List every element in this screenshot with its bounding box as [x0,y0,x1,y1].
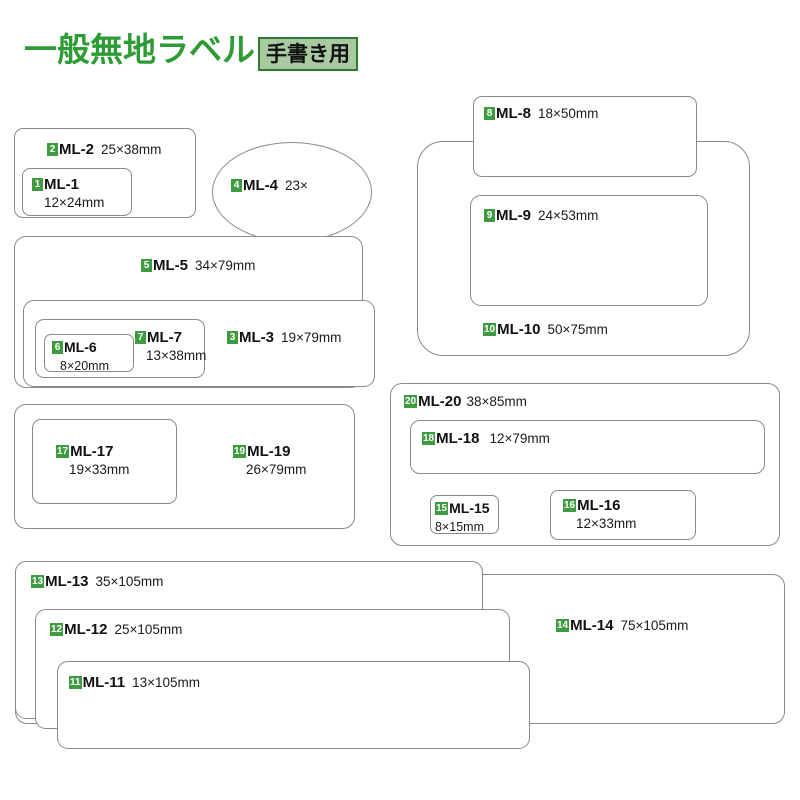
label-dimension-ml-12: 25×105mm [114,622,183,637]
badge-number-ml-18: 18 [422,432,436,445]
label-dimension-ml-13: 35×105mm [95,574,164,589]
label-dimension-ml-18: 12×79mm [489,431,550,446]
label-code-ml-11: ML-11 [82,674,126,691]
badge-number-ml-16: 16 [563,499,577,512]
badge-number-ml-15: 15 [435,502,449,515]
badge-number-ml-7: 7 [135,331,146,344]
label-code-ml-20: ML-20 [418,393,462,410]
label-dimension-ml-14: 75×105mm [620,618,689,633]
label-code-ml-1: ML-1 [44,176,79,193]
label-dimension-ml-11: 13×105mm [132,675,201,690]
label-dimension-ml-15: 8×15mm [435,519,484,534]
badge-number-ml-17: 17 [56,445,70,458]
label-dimension-ml-1: 12×24mm [44,194,105,210]
badge-number-ml-14: 14 [556,619,570,632]
badge-number-ml-4: 4 [231,179,242,192]
label-dimension-ml-8: 18×50mm [538,106,599,121]
badge-number-ml-5: 5 [141,259,152,272]
label-dimension-ml-16: 12×33mm [576,515,637,531]
badge-number-ml-13: 13 [31,575,45,588]
handwriting-use-badge: 手書き用 [258,37,358,71]
page-header: 一般無地ラベル 手書き用 [0,0,800,90]
badge-number-ml-10: 10 [483,323,497,336]
label-dimension-ml-9: 24×53mm [538,208,599,223]
badge-number-ml-3: 3 [227,331,238,344]
label-code-ml-18: ML-18 [436,430,480,447]
page-title: 一般無地ラベル [24,31,255,68]
label-dimension-ml-20: 38×85mm [466,394,527,409]
label-code-ml-16: ML-16 [577,497,621,514]
label-code-ml-12: ML-12 [64,621,108,638]
label-code-ml-5: ML-5 [153,257,188,274]
badge-number-ml-12: 12 [50,623,64,636]
label-code-ml-8: ML-8 [496,105,531,122]
handwriting-use-badge-label: 手書き用 [266,42,350,66]
label-code-ml-13: ML-13 [45,573,89,590]
badge-number-ml-19: 19 [233,445,247,458]
label-code-ml-2: ML-2 [59,141,94,158]
badge-number-ml-6: 6 [52,341,63,354]
badge-number-ml-11: 11 [69,676,82,689]
badge-number-ml-8: 8 [484,107,495,120]
label-code-ml-9: ML-9 [496,207,531,224]
label-dimension-ml-19: 26×79mm [246,461,307,477]
label-dimension-ml-4: 23× [285,178,308,193]
label-dimension-ml-5: 34×79mm [195,258,256,273]
label-code-ml-10: ML-10 [497,321,541,338]
label-dimension-ml-17: 19×33mm [69,461,130,477]
badge-number-ml-20: 20 [404,395,418,408]
label-code-ml-7: ML-7 [147,329,182,346]
label-code-ml-17: ML-17 [70,443,114,460]
label-code-ml-6: ML-6 [64,339,97,355]
badge-number-ml-1: 1 [32,178,43,191]
label-dimension-ml-2: 25×38mm [101,142,162,157]
label-dimension-ml-6: 8×20mm [60,358,109,373]
label-dimension-ml-7: 13×38mm [146,347,207,363]
label-dimension-ml-3: 19×79mm [281,330,342,345]
label-dimension-ml-10: 50×75mm [547,322,608,337]
label-code-ml-4: ML-4 [243,177,278,194]
badge-number-ml-2: 2 [47,143,58,156]
label-code-ml-14: ML-14 [570,617,614,634]
label-code-ml-3: ML-3 [239,329,274,346]
label-code-ml-19: ML-19 [247,443,291,460]
badge-number-ml-9: 9 [484,209,495,222]
label-code-ml-15: ML-15 [449,500,490,516]
